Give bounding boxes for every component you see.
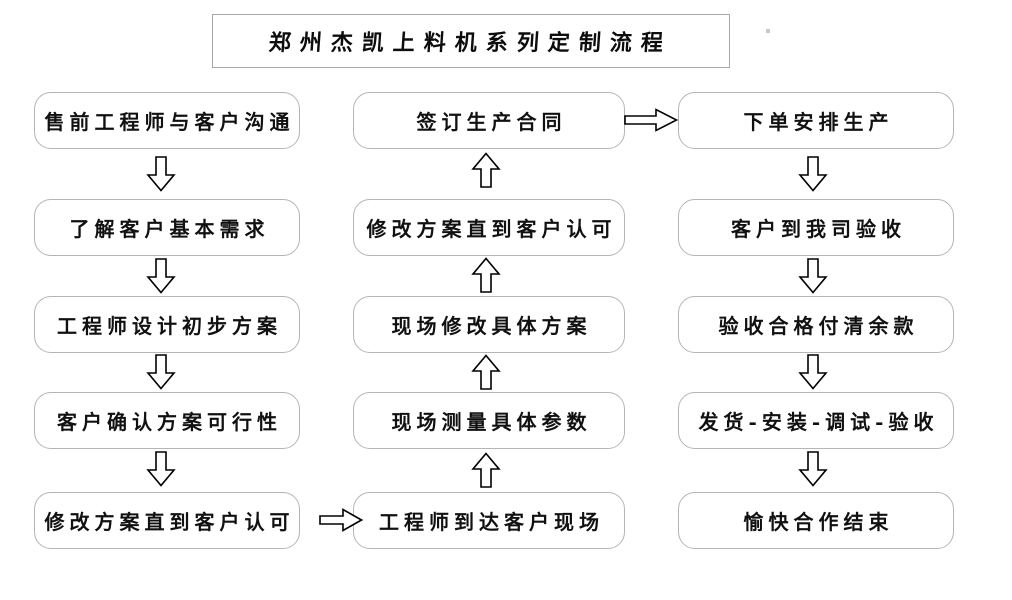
step-understand-needs: 了解客户基本需求 <box>34 199 300 256</box>
step-order-production: 下单安排生产 <box>678 92 954 149</box>
step-revise-until-approved-2: 修改方案直到客户认可 <box>353 199 625 256</box>
flowchart-title-box: 郑州杰凯上料机系列定制流程 <box>212 14 730 68</box>
up-arrow-icon <box>471 257 501 293</box>
step-ship-install-debug-accept: 发货-安装-调试-验收 <box>678 392 954 449</box>
step-label: 了解客户基本需求 <box>69 217 270 241</box>
step-label: 现场测量具体参数 <box>391 410 592 434</box>
step-onsite-modify-plan: 现场修改具体方案 <box>353 296 625 353</box>
up-arrow-icon <box>471 452 501 488</box>
step-revise-until-approved-1: 修改方案直到客户认可 <box>34 492 300 549</box>
up-arrow-icon <box>471 152 501 188</box>
step-label: 验收合格付清余款 <box>718 314 919 338</box>
down-arrow-icon <box>798 354 828 390</box>
step-label: 下单安排生产 <box>743 110 894 134</box>
step-pay-balance: 验收合格付清余款 <box>678 296 954 353</box>
down-arrow-icon <box>146 451 176 487</box>
down-arrow-icon <box>146 354 176 390</box>
step-happy-cooperation-end: 愉快合作结束 <box>678 492 954 549</box>
step-customer-acceptance-visit: 客户到我司验收 <box>678 199 954 256</box>
step-label: 客户到我司验收 <box>731 217 906 241</box>
step-sign-contract: 签订生产合同 <box>353 92 625 149</box>
step-engineer-arrives-site: 工程师到达客户现场 <box>353 492 625 549</box>
down-arrow-icon <box>146 258 176 294</box>
down-arrow-icon <box>798 258 828 294</box>
step-presales-communication: 售前工程师与客户沟通 <box>34 92 300 149</box>
step-label: 客户确认方案可行性 <box>57 410 282 434</box>
right-arrow-icon <box>319 507 363 533</box>
step-label: 工程师设计初步方案 <box>57 314 282 338</box>
step-label: 修改方案直到客户认可 <box>366 217 617 241</box>
step-label: 修改方案直到客户认可 <box>44 510 295 534</box>
step-label: 发货-安装-调试-验收 <box>698 410 939 434</box>
up-arrow-icon <box>471 354 501 390</box>
step-label: 愉快合作结束 <box>743 510 894 534</box>
step-label: 签订生产合同 <box>416 110 567 134</box>
step-onsite-measure-parameters: 现场测量具体参数 <box>353 392 625 449</box>
step-label: 工程师到达客户现场 <box>379 510 604 534</box>
step-customer-confirm-feasibility: 客户确认方案可行性 <box>34 392 300 449</box>
step-label: 售前工程师与客户沟通 <box>44 110 295 134</box>
down-arrow-icon <box>798 451 828 487</box>
step-label: 现场修改具体方案 <box>391 314 592 338</box>
stray-anchor-dot <box>766 29 770 33</box>
down-arrow-icon <box>798 156 828 192</box>
right-arrow-icon <box>624 108 678 132</box>
flowchart-title: 郑州杰凯上料机系列定制流程 <box>268 30 674 56</box>
down-arrow-icon <box>146 156 176 192</box>
step-engineer-initial-design: 工程师设计初步方案 <box>34 296 300 353</box>
